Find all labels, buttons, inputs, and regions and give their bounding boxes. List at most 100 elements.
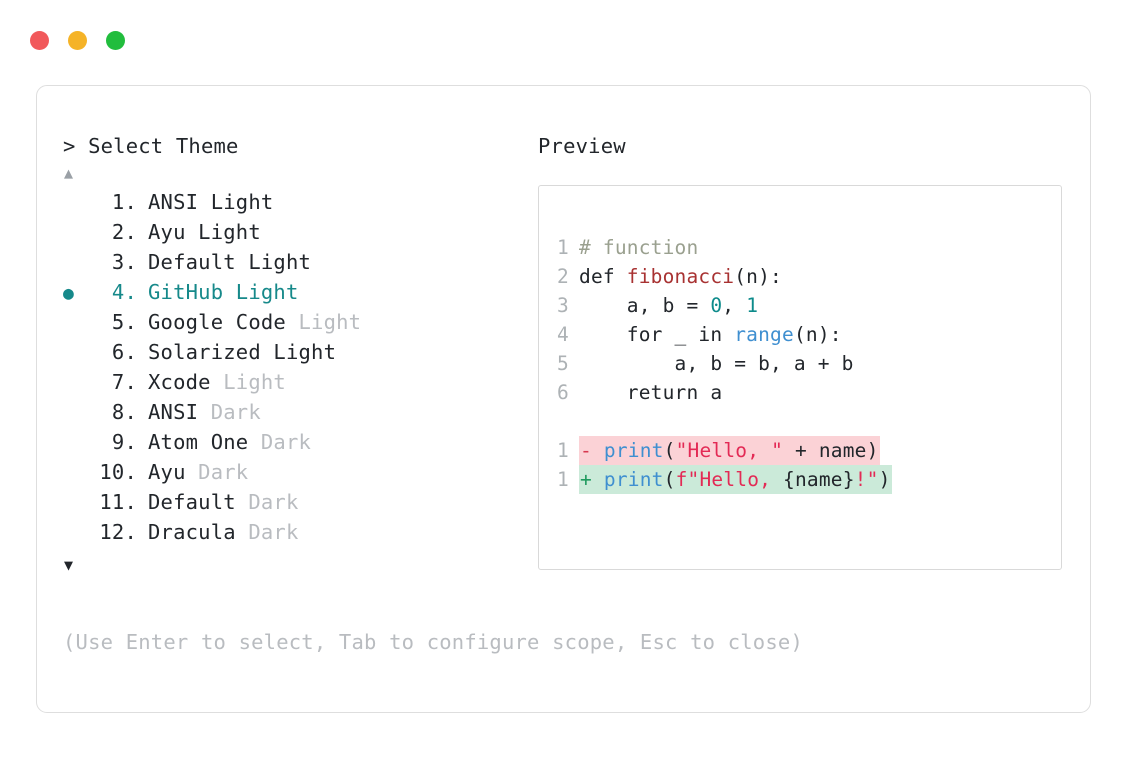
code-spacer <box>557 407 1061 436</box>
code-token: a, b = b, a + b <box>579 352 854 375</box>
theme-picker-card: > Select Theme ▲ 1.ANSI Light 2. Ayu Light… <box>36 85 1091 713</box>
theme-list-item[interactable]: 12. Dracula Dark <box>63 517 513 547</box>
diff-gap <box>592 439 604 462</box>
diff-block: 1- print("Hello, " + name)1+ print(f"Hel… <box>557 436 1061 494</box>
diff-line-added: 1 + print(f"Hello, {name}!") <box>557 465 1061 494</box>
code-line: 6 return a <box>557 378 1061 407</box>
line-number: 6 <box>557 381 569 404</box>
code-token: ( <box>663 468 676 491</box>
line-number: 1 <box>557 236 569 259</box>
code-token: range <box>734 323 794 346</box>
code-token: (n): <box>734 265 782 288</box>
theme-item-name: Atom One <box>148 430 249 454</box>
code-token: for _ in <box>579 323 735 346</box>
code-token: , <box>722 294 747 317</box>
theme-item-name: Google Code <box>148 310 286 334</box>
code-text: for _ in range(n): <box>579 320 842 349</box>
theme-item-number: 12. <box>99 520 137 544</box>
theme-item-number: 4. <box>111 280 137 304</box>
theme-item-number: 11. <box>99 490 137 514</box>
theme-list-item[interactable]: 5.Google Code Light <box>63 307 513 337</box>
scroll-down-icon[interactable]: ▼ <box>64 556 74 574</box>
code-token: 1 <box>746 294 759 317</box>
theme-item-name: Xcode <box>148 370 211 394</box>
theme-item-variant: Light <box>210 370 286 394</box>
scroll-up-icon[interactable]: ▲ <box>64 164 74 182</box>
code-token: (n): <box>793 323 842 346</box>
code-token: def <box>579 265 627 288</box>
diff-gap <box>592 468 604 491</box>
theme-item-number: 2. <box>111 220 137 244</box>
code-line: 4 for _ in range(n): <box>557 320 1061 349</box>
theme-list: 1.ANSI Light 2. Ayu Light 3. Default Light ● 4… <box>63 187 513 547</box>
code-token: ( <box>663 439 676 462</box>
diff-text: + print(f"Hello, {name}!") <box>579 465 892 494</box>
theme-item-name: Ayu Light <box>148 220 261 244</box>
code-text: return a <box>579 378 722 407</box>
theme-list-item[interactable]: 9.Atom One Dark <box>63 427 513 457</box>
close-window-button[interactable] <box>30 31 49 50</box>
code-token: a, b = <box>579 294 711 317</box>
theme-list-item[interactable]: 2. Ayu Light <box>63 217 513 247</box>
theme-item-number: 5. <box>111 310 137 334</box>
page-title: > Select Theme <box>63 134 239 158</box>
code-line: 1# function <box>557 233 1061 262</box>
preview-label: Preview <box>538 134 626 158</box>
theme-item-variant: Dark <box>185 460 249 484</box>
theme-list-item[interactable]: 11. Default Dark <box>63 487 513 517</box>
code-token: print <box>603 468 664 491</box>
code-line: 3 a, b = 0, 1 <box>557 291 1061 320</box>
theme-list-item[interactable]: 8. ANSI Dark <box>63 397 513 427</box>
code-text: a, b = b, a + b <box>579 349 854 378</box>
theme-item-name: Default Light <box>148 250 312 274</box>
theme-item-number: 8. <box>111 400 137 424</box>
theme-list-item[interactable]: 7.Xcode Light <box>63 367 513 397</box>
maximize-window-button[interactable] <box>106 31 125 50</box>
theme-item-variant: Dark <box>235 490 299 514</box>
theme-item-number: 3. <box>111 250 137 274</box>
code-token: "Hello, " <box>675 439 784 462</box>
line-number: 1 <box>557 468 569 491</box>
code-token: {name} <box>783 468 855 491</box>
theme-item-name: Ayu <box>148 460 186 484</box>
code-token: print <box>603 439 664 462</box>
theme-list-column: > Select Theme ▲ 1.ANSI Light 2. Ayu Light… <box>63 133 513 574</box>
theme-item-number: 9. <box>111 430 137 454</box>
code-token: fibonacci <box>626 265 735 288</box>
code-token: f"Hello, <box>675 468 784 491</box>
code-line: 5 a, b = b, a + b <box>557 349 1061 378</box>
keyboard-hint: (Use Enter to select, Tab to configure s… <box>63 630 803 654</box>
code-text: def fibonacci(n): <box>579 262 782 291</box>
code-token: 0 <box>710 294 723 317</box>
theme-item-name: ANSI <box>148 400 199 424</box>
line-number: 4 <box>557 323 569 346</box>
theme-item-number: 6. <box>111 340 137 364</box>
theme-list-item[interactable]: 6. Solarized Light <box>63 337 513 367</box>
diff-text: - print("Hello, " + name) <box>579 436 880 465</box>
window-controls <box>30 31 125 50</box>
code-token: + name) <box>783 439 879 462</box>
code-token: !" <box>854 468 879 491</box>
minimize-window-button[interactable] <box>68 31 87 50</box>
theme-item-name: Default <box>148 490 236 514</box>
theme-list-item[interactable]: 10. Ayu Dark <box>63 457 513 487</box>
theme-item-name: Dracula <box>148 520 236 544</box>
theme-item-name: GitHub Light <box>148 280 299 304</box>
theme-item-name: Solarized Light <box>148 340 337 364</box>
diff-marker: - <box>580 439 592 462</box>
theme-list-item[interactable]: ● 4. GitHub Light <box>63 277 513 307</box>
theme-item-number: 10. <box>99 460 137 484</box>
selected-bullet-icon: ● <box>63 283 75 304</box>
theme-item-variant: Dark <box>235 520 299 544</box>
theme-item-variant: Dark <box>198 400 261 424</box>
code-text: a, b = 0, 1 <box>579 291 758 320</box>
line-number: 1 <box>557 439 569 462</box>
theme-list-item[interactable]: 3. Default Light <box>63 247 513 277</box>
theme-list-item[interactable]: 1.ANSI Light <box>63 187 513 217</box>
code-line: 2 def fibonacci(n): <box>557 262 1061 291</box>
line-number: 2 <box>557 265 569 288</box>
line-number: 5 <box>557 352 569 375</box>
